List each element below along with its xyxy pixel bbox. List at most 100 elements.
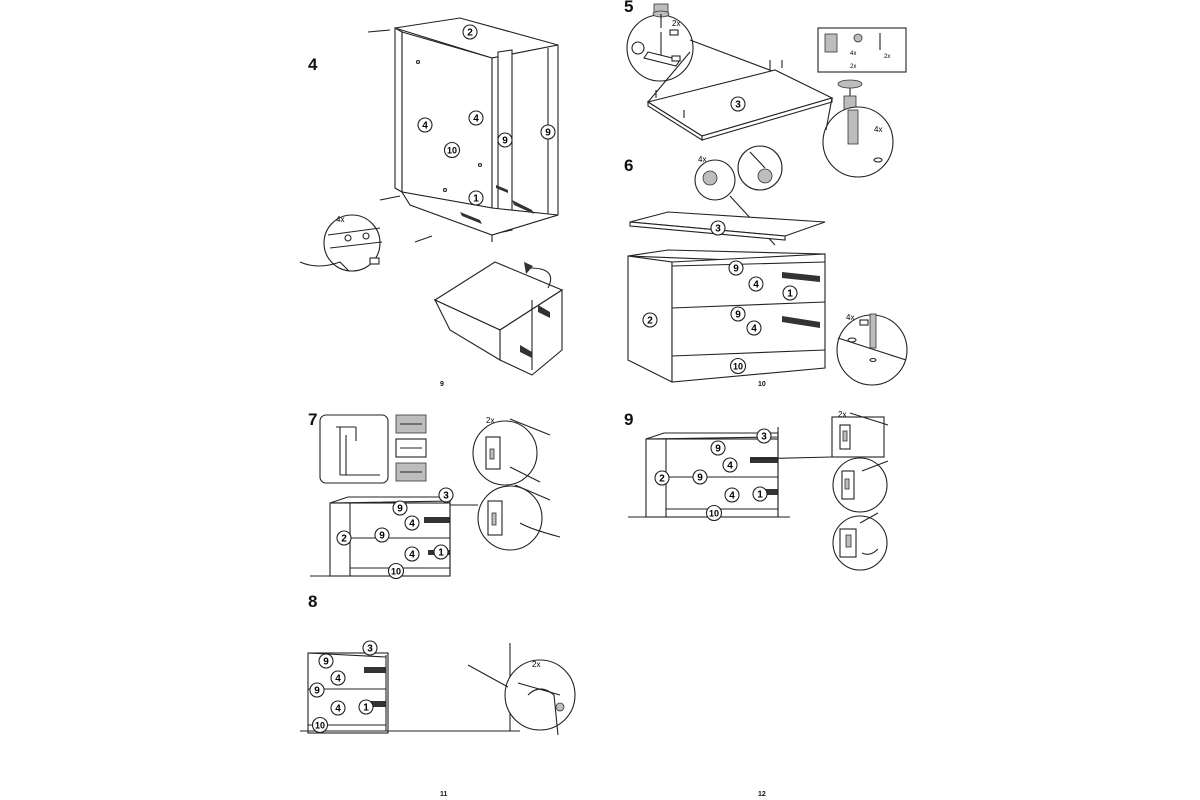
- svg-text:2: 2: [341, 534, 347, 545]
- callout-1: 1: [752, 486, 768, 502]
- multiplier-label: 2x: [850, 64, 856, 70]
- step-9-illustration: 2x 3 9 4 2 9 4 1 10: [628, 410, 889, 571]
- callout-1: 1: [358, 699, 374, 715]
- svg-text:3: 3: [715, 224, 721, 235]
- callout-1: 1: [468, 190, 484, 206]
- callout-2: 2: [654, 470, 670, 486]
- step-7-8-illustration: 2x 2x 3 9 4 2 9 4 1 10 3 9 4 9 4: [300, 414, 576, 736]
- callout-9: 9: [728, 260, 744, 276]
- callout-4: 4: [404, 546, 420, 562]
- callout-4: 4: [746, 320, 762, 336]
- svg-text:9: 9: [735, 310, 741, 321]
- svg-text:1: 1: [473, 194, 479, 205]
- callout-9: 9: [710, 440, 726, 456]
- svg-text:10: 10: [447, 146, 457, 156]
- step-number-4: 4: [308, 55, 318, 74]
- manual-page-9: 4 4x: [299, 0, 590, 395]
- callout-3: 3: [710, 220, 726, 236]
- multiplier-label: 2x: [486, 416, 494, 425]
- callout-10: 10: [705, 504, 723, 522]
- svg-text:9: 9: [733, 264, 739, 275]
- svg-text:3: 3: [367, 644, 373, 655]
- svg-text:4: 4: [473, 114, 479, 125]
- svg-text:9: 9: [697, 473, 703, 484]
- svg-text:4: 4: [422, 121, 428, 132]
- callout-3: 3: [438, 487, 454, 503]
- callout-9: 9: [374, 527, 390, 543]
- page-number: 10: [758, 381, 766, 388]
- multiplier-label: 2x: [672, 19, 680, 28]
- multiplier-label: 2x: [884, 54, 890, 60]
- svg-text:1: 1: [438, 548, 444, 559]
- callout-2: 2: [462, 24, 478, 40]
- callout-10: 10: [311, 716, 329, 734]
- svg-text:10: 10: [709, 509, 719, 519]
- callout-2: 2: [642, 312, 658, 328]
- svg-text:9: 9: [715, 444, 721, 455]
- callout-10: 10: [387, 562, 405, 580]
- svg-text:4: 4: [753, 280, 759, 291]
- svg-text:2: 2: [467, 28, 473, 39]
- step-number-6: 6: [624, 156, 634, 175]
- multiplier-label: 4x: [698, 155, 706, 164]
- multiplier-label: 4x: [336, 215, 344, 224]
- step-5-6-illustration: 2x 4x 2x 2x 4x 4x: [626, 3, 908, 386]
- step-number-9: 9: [624, 410, 634, 429]
- callout-9: 9: [497, 132, 513, 148]
- svg-text:4: 4: [409, 550, 415, 561]
- multiplier-label: 2x: [838, 410, 846, 419]
- step-number-8: 8: [308, 592, 318, 611]
- svg-text:2: 2: [659, 474, 665, 485]
- page-number: 12: [758, 791, 766, 798]
- callout-3: 3: [756, 428, 772, 444]
- page-number: 9: [440, 381, 444, 388]
- svg-text:9: 9: [545, 128, 551, 139]
- callout-4: 4: [468, 110, 484, 126]
- multiplier-label: 4x: [850, 51, 856, 57]
- step-4-illustration: 4x 2 4 4 10 9 9 1: [299, 17, 564, 376]
- manual-page-12: 9 2x 3 9 4 2 9 4 1 10 12: [610, 405, 910, 800]
- page-number: 11: [440, 791, 448, 798]
- svg-text:4: 4: [409, 519, 415, 530]
- svg-text:1: 1: [363, 703, 369, 714]
- callout-1: 1: [433, 544, 449, 560]
- svg-text:2: 2: [647, 316, 653, 327]
- svg-text:9: 9: [502, 136, 508, 147]
- svg-text:3: 3: [443, 491, 449, 502]
- step-number-5: 5: [624, 0, 634, 16]
- manual-page-11: 7 8 2x: [300, 405, 590, 800]
- callout-10: 10: [729, 357, 747, 375]
- callout-3: 3: [730, 96, 746, 112]
- svg-text:10: 10: [315, 721, 325, 731]
- callout-3: 3: [362, 640, 378, 656]
- svg-text:9: 9: [397, 504, 403, 515]
- callout-4: 4: [722, 457, 738, 473]
- svg-text:10: 10: [733, 362, 743, 372]
- multiplier-label: 4x: [874, 125, 882, 134]
- svg-text:3: 3: [735, 100, 741, 111]
- svg-text:4: 4: [729, 491, 735, 502]
- multiplier-label: 4x: [846, 313, 854, 322]
- callout-9: 9: [309, 682, 325, 698]
- callout-4: 4: [330, 700, 346, 716]
- svg-text:4: 4: [335, 674, 341, 685]
- step-number-7: 7: [308, 410, 318, 429]
- callout-4: 4: [748, 276, 764, 292]
- svg-text:4: 4: [727, 461, 733, 472]
- callout-4: 4: [404, 515, 420, 531]
- svg-text:4: 4: [335, 704, 341, 715]
- svg-text:10: 10: [391, 567, 401, 577]
- callout-9: 9: [392, 500, 408, 516]
- callout-4: 4: [330, 670, 346, 686]
- svg-text:9: 9: [323, 657, 329, 668]
- callout-9: 9: [692, 469, 708, 485]
- callout-4: 4: [724, 487, 740, 503]
- callout-9: 9: [318, 653, 334, 669]
- svg-text:9: 9: [379, 531, 385, 542]
- multiplier-label: 2x: [532, 660, 540, 669]
- svg-text:1: 1: [757, 490, 763, 501]
- callout-9: 9: [540, 124, 556, 140]
- svg-text:3: 3: [761, 432, 767, 443]
- callout-10: 10: [443, 141, 461, 159]
- callout-2: 2: [336, 530, 352, 546]
